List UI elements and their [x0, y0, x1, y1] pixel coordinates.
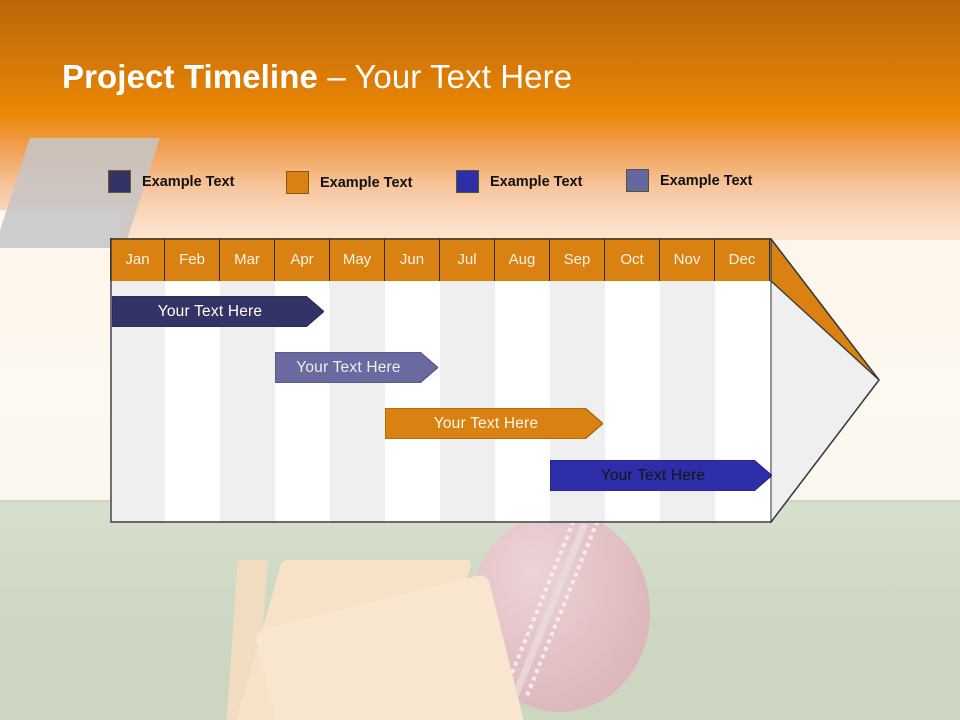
timeline-header-jun[interactable]: Jun	[385, 238, 440, 281]
timeline-header-feb[interactable]: Feb	[165, 238, 220, 281]
timeline-chart: Jan Feb Mar Apr May Jun Jul Aug Sep Oct …	[110, 238, 880, 523]
slide-title-light: – Your Text Here	[317, 58, 573, 95]
ball-seam-core	[510, 521, 589, 701]
task-bar-2[interactable]: Your Text Here	[275, 352, 438, 383]
task-bar-2-shape	[275, 352, 438, 383]
slide-title-strong: Project Timeline	[62, 58, 318, 95]
legend-item-1[interactable]: Example Text	[108, 170, 234, 193]
task-bar-3-shape	[385, 408, 603, 439]
legend-label-1: Example Text	[142, 173, 235, 190]
task-bar-1-shape	[112, 296, 324, 327]
task-bar-4-label: Your Text Here	[600, 466, 706, 484]
timeline-header-oct[interactable]: Oct	[605, 238, 660, 281]
timeline-header-sep[interactable]: Sep	[550, 238, 605, 281]
timeline-header-dec[interactable]: Dec	[715, 238, 770, 281]
task-bar-3-label: Your Text Here	[433, 414, 539, 432]
legend-swatch-icon-4	[626, 169, 649, 192]
legend-swatch-icon-1	[108, 170, 131, 193]
background-top-gradient	[0, 0, 960, 240]
timeline-header-may[interactable]: May	[330, 238, 385, 281]
task-bar-1-label: Your Text Here	[157, 302, 263, 320]
timeline-header-mar[interactable]: Mar	[220, 238, 275, 281]
task-bar-2-label: Your Text Here	[296, 358, 401, 376]
timeline-header-nov[interactable]: Nov	[660, 238, 715, 281]
legend-item-4[interactable]: Example Text	[626, 169, 752, 192]
task-bar-3[interactable]: Your Text Here	[385, 408, 603, 439]
legend-item-2[interactable]: Example Text	[286, 171, 412, 194]
legend-label-4: Example Text	[660, 172, 753, 189]
legend-item-3[interactable]: Example Text	[456, 170, 582, 193]
timeline-header-jul[interactable]: Jul	[440, 238, 495, 281]
legend: Example Text Example Text Example Text E…	[108, 168, 828, 198]
task-bar-4[interactable]: Your Text Here	[550, 460, 772, 491]
timeline-header-apr[interactable]: Apr	[275, 238, 330, 281]
legend-swatch-icon-3	[456, 170, 479, 193]
legend-label-2: Example Text	[320, 174, 413, 191]
legend-swatch-icon-2	[286, 171, 309, 194]
slide-title: Project Timeline – Your Text Here	[62, 58, 572, 96]
timeline-header-aug[interactable]: Aug	[495, 238, 550, 281]
task-bar-1[interactable]: Your Text Here	[112, 296, 324, 327]
task-bar-4-shape	[550, 460, 772, 491]
timeline-header-jan[interactable]: Jan	[110, 238, 165, 281]
legend-label-3: Example Text	[490, 173, 583, 190]
